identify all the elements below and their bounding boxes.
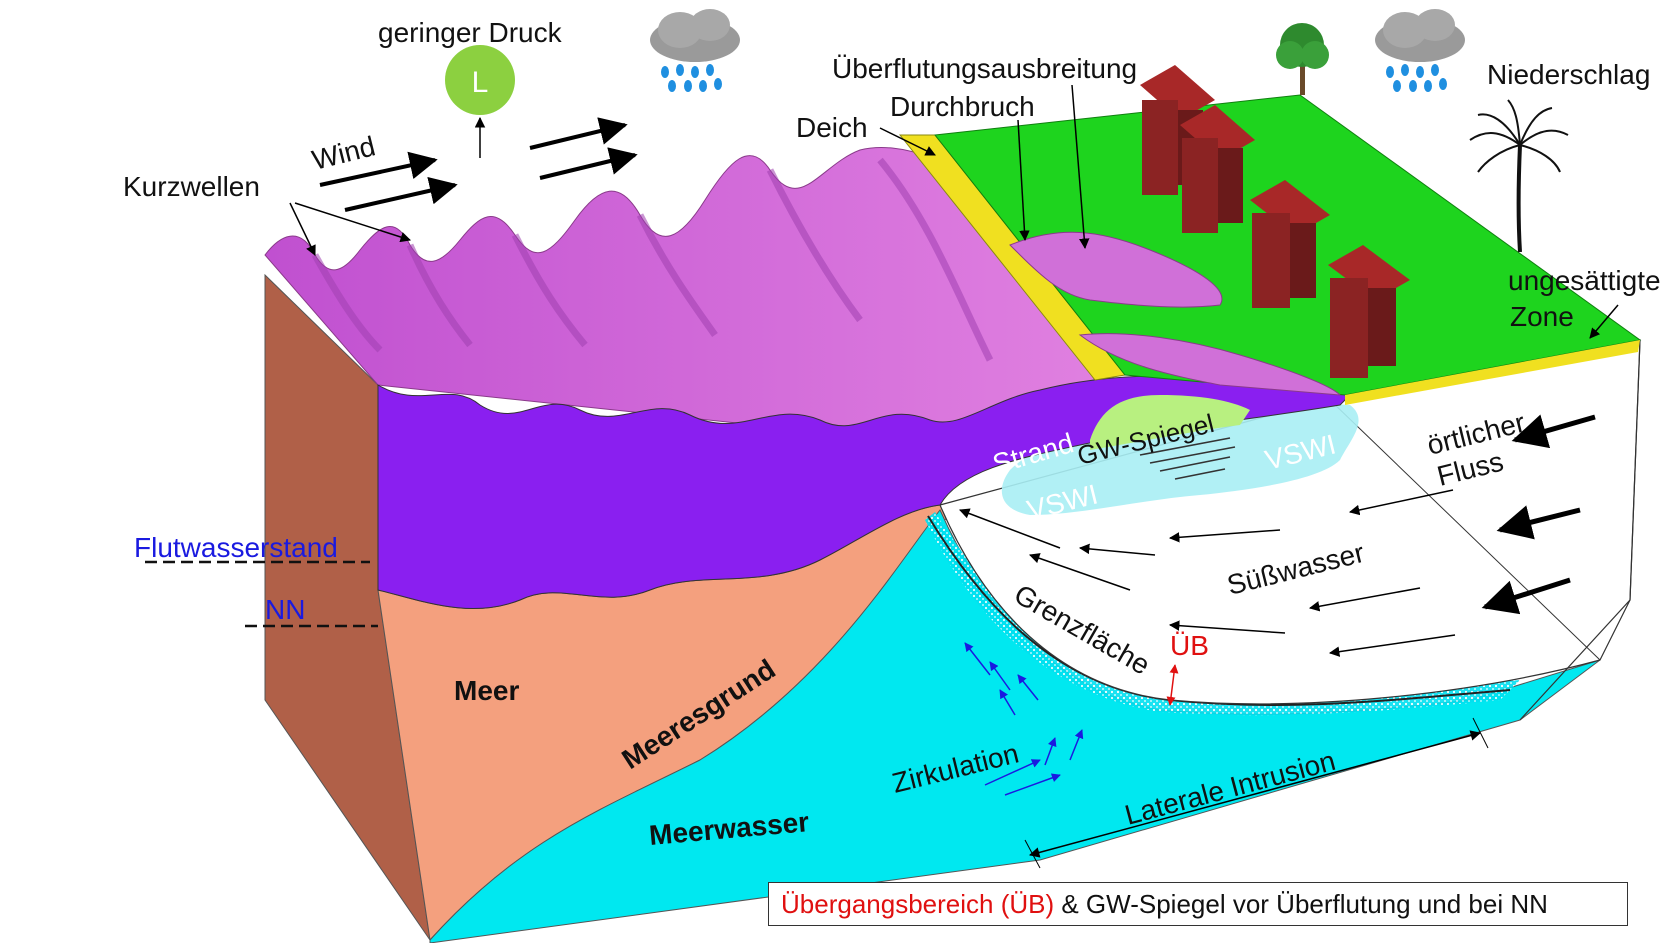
rain-cloud-icon-left <box>650 9 740 92</box>
label-ub: ÜB <box>1170 630 1209 661</box>
label-dike: Deich <box>796 112 868 143</box>
house-3-icon <box>1250 180 1330 308</box>
house-2-icon <box>1180 105 1255 233</box>
gw-level-mound <box>1090 395 1250 450</box>
label-nn: NN <box>265 594 305 625</box>
land-pointers <box>879 84 1619 339</box>
wind-arrows <box>319 117 638 212</box>
houses <box>1140 65 1410 378</box>
house-4-icon <box>1328 245 1410 378</box>
regional-inflow-arrows <box>1481 414 1596 615</box>
label-precipitation: Niederschlag <box>1487 59 1650 90</box>
label-breach: Durchbruch <box>890 91 1035 122</box>
legend-description: & GW-Spiegel vor Überflutung und bei NN <box>1054 888 1548 919</box>
label-wind: Wind <box>309 130 378 176</box>
palm-tree-icon <box>1469 99 1569 253</box>
low-pressure-icon <box>445 45 515 115</box>
lateral-intrusion-arrow <box>1028 730 1482 858</box>
block-right-edge <box>1519 339 1641 721</box>
vswi-zone <box>1001 404 1359 515</box>
transition-width-arrow <box>1166 664 1179 706</box>
freshwater-region <box>939 339 1641 705</box>
label-unsaturated-1: ungesättigte <box>1508 265 1661 296</box>
lateral-intrusion-tick-right <box>1472 717 1489 749</box>
short-wave-pointers <box>289 202 411 256</box>
label-unsaturated-2: Zone <box>1510 301 1574 332</box>
label-sea: Meer <box>454 675 519 706</box>
flood-spread-lower <box>1078 333 1342 396</box>
wave-crest-shading <box>311 157 994 362</box>
legend-box: Übergangsbereich (ÜB) & GW-Spiegel vor Ü… <box>768 882 1628 926</box>
water-table-lines <box>1139 437 1236 480</box>
legend-transition-zone: Übergangsbereich (ÜB) <box>781 888 1055 919</box>
low-pressure-symbol: L <box>472 66 489 99</box>
unsaturated-zone-strip <box>1345 340 1640 405</box>
label-short-waves: Kurzwellen <box>123 171 260 202</box>
lateral-intrusion-tick-left <box>1024 839 1041 869</box>
label-low-pressure: geringer Druck <box>378 17 563 48</box>
label-flood-level: Flutwasserstand <box>134 532 338 563</box>
flood-spread-upper <box>1009 231 1223 308</box>
inner-edge <box>1329 399 1601 661</box>
rain-cloud-icon-right <box>1375 9 1465 92</box>
label-flood-spread: Überflutungsausbreitung <box>832 53 1137 84</box>
freshwater-flow-arrows <box>959 489 1456 657</box>
tree-icon <box>1276 23 1329 95</box>
